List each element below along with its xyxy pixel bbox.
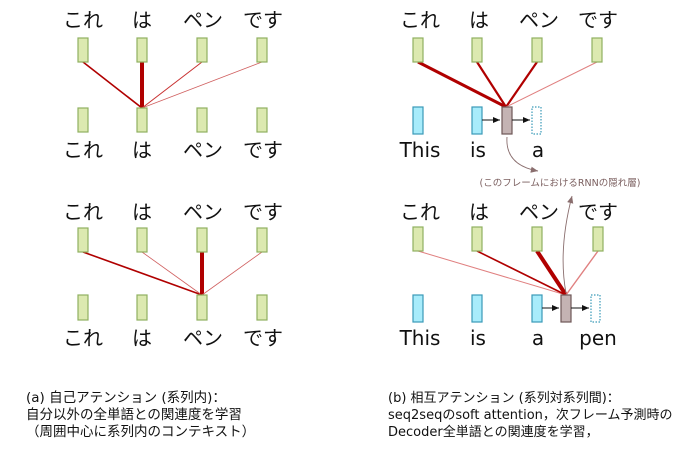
word-pen-en: pen: [579, 326, 617, 350]
next-token-placeholder: [531, 106, 542, 135]
token-box: [196, 37, 208, 63]
caption-a-line2: 自分以外の全単語との関連度を学習: [26, 407, 242, 423]
attention-line: [505, 61, 538, 108]
token-box: [256, 107, 268, 133]
rnn-hidden-state-box: [560, 294, 572, 323]
word-this: This: [399, 138, 441, 162]
decoder-token-box: [412, 294, 424, 323]
self-attention-example-2: これ は ペン です これ は ペン です: [63, 200, 283, 350]
caption-b-line2: seq2seqのsoft attention，次フレーム予測時の: [388, 408, 673, 423]
caption-self-attention: (a) 自己アテンション (系列内)： 自分以外の全単語との関連度を学習 （周囲…: [26, 390, 255, 441]
decoder-token-box: [471, 294, 483, 323]
word-kore: これ: [400, 200, 440, 224]
rnn-hidden-state-box: [501, 106, 513, 135]
word-is: is: [470, 326, 486, 350]
caption-b-title: (b) 相互アテンション (系列対系列間)：: [388, 391, 620, 406]
token-box: [136, 107, 148, 133]
encoder-token-box: [471, 37, 483, 63]
decoder-token-box: [412, 106, 424, 135]
token-box: [136, 227, 148, 253]
pointer-arrow-icon: [562, 195, 574, 294]
attention-line: [82, 251, 203, 296]
pointer-arrow-icon: [506, 136, 539, 173]
attention-line: [565, 250, 599, 296]
word-pen: ペン: [183, 138, 223, 162]
word-ha: は: [132, 200, 152, 224]
encoder-token-box: [531, 37, 543, 63]
word-kore: これ: [400, 8, 440, 32]
decoder-token-box: [531, 294, 543, 323]
attention-line: [82, 61, 143, 109]
attention-line: [417, 250, 567, 296]
token-box: [256, 37, 268, 63]
word-pen: ペン: [183, 8, 223, 32]
word-kore: これ: [63, 8, 103, 32]
caption-a-title: (a) 自己アテンション (系列内)：: [26, 390, 226, 406]
word-desu: です: [243, 138, 283, 162]
token-box: [136, 37, 148, 63]
attention-line: [476, 250, 567, 296]
encoder-token-box: [412, 37, 424, 63]
encoder-token-box: [531, 226, 543, 252]
encoder-token-box: [591, 37, 603, 63]
word-ha: は: [469, 8, 489, 32]
word-pen: ペン: [519, 200, 559, 224]
caption-cross-attention: (b) 相互アテンション (系列対系列間)： seq2seqのsoft atte…: [388, 390, 673, 441]
attention-line: [476, 61, 507, 108]
rnn-hidden-layer-note: (このフレームにおけるRNNの隠れ層): [480, 177, 641, 189]
attention-line: [141, 251, 203, 296]
word-desu: です: [243, 200, 283, 224]
token-box: [256, 294, 268, 321]
word-a: a: [532, 326, 544, 350]
next-token-placeholder: [590, 294, 601, 323]
token-box: [136, 294, 148, 321]
cross-attention-example-1: これ は ペン です This is a: [399, 8, 618, 173]
cross-attention-example-2: これ は ペン です This is a pen: [399, 195, 618, 350]
token-box: [196, 227, 208, 253]
word-desu: です: [578, 200, 618, 224]
word-desu: です: [243, 326, 283, 350]
word-pen: ペン: [519, 8, 559, 32]
attention-line: [201, 251, 263, 296]
caption-a-line3: （周囲中心に系列内のコンテキスト）: [26, 424, 256, 440]
token-box: [77, 37, 89, 63]
attention-line: [505, 61, 598, 108]
token-box: [196, 294, 208, 321]
attention-line: [141, 61, 203, 109]
word-pen: ペン: [183, 326, 223, 350]
caption-b-line3: Decoder全単語との関連度を学習，: [388, 425, 599, 440]
word-pen: ペン: [183, 200, 223, 224]
encoder-token-box: [592, 226, 604, 252]
word-this: This: [399, 326, 441, 350]
decoder-token-box: [471, 106, 483, 135]
word-kore: これ: [63, 326, 103, 350]
token-box: [256, 227, 268, 253]
word-kore: これ: [63, 138, 103, 162]
attention-line: [141, 61, 263, 109]
word-ha: は: [132, 138, 152, 162]
word-kore: これ: [63, 200, 103, 224]
word-ha: は: [132, 326, 152, 350]
token-box: [196, 107, 208, 133]
encoder-token-box: [412, 226, 424, 252]
word-desu: です: [243, 8, 283, 32]
word-ha: は: [132, 8, 152, 32]
word-a: a: [532, 138, 544, 162]
word-is: is: [470, 138, 486, 162]
attention-line: [417, 60, 507, 109]
token-box: [77, 107, 89, 133]
word-desu: です: [578, 8, 618, 32]
self-attention-example-1: これ は ペン です これ は ペン です: [63, 8, 283, 162]
attention-line: [535, 249, 568, 297]
token-box: [77, 227, 89, 253]
encoder-token-box: [471, 226, 483, 252]
token-box: [77, 294, 89, 321]
word-ha: は: [469, 200, 489, 224]
